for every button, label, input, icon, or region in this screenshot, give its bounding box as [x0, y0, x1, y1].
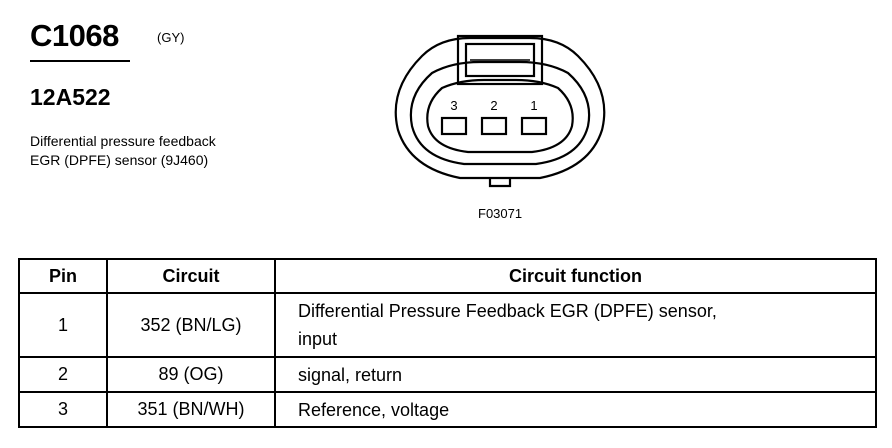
pin-label-3: 3 [450, 98, 457, 113]
circuit-cell: 89 (OG) [106, 356, 276, 393]
header-circuit: Circuit [106, 258, 276, 294]
circuit-function-line-1: Differential Pressure Feedback EGR (DPFE… [298, 301, 717, 321]
component-description: Differential pressure feedback EGR (DPFE… [30, 132, 216, 170]
keyway-notch [488, 178, 512, 188]
connector-outer-shell [394, 36, 606, 180]
component-description-line-2: EGR (DPFE) sensor (9J460) [30, 152, 209, 168]
circuit-cell: 352 (BN/LG) [106, 292, 276, 358]
table-row: 1 352 (BN/LG) Differential Pressure Feed… [18, 292, 877, 358]
circuit-cell: 351 (BN/WH) [106, 391, 276, 428]
pin-label-1: 1 [530, 98, 537, 113]
connector-id: C1068 [30, 18, 119, 53]
header-circuit-function: Circuit function [274, 258, 877, 294]
locking-tab-outer [456, 34, 544, 86]
figure-id: F03071 [478, 206, 523, 221]
part-number: 12A522 [30, 84, 111, 110]
circuit-function-line-2: input [298, 329, 338, 349]
connector-diagram: 3 2 1 [394, 34, 606, 188]
component-description-line-1: Differential pressure feedback [30, 133, 216, 149]
pin-table: Pin Circuit Circuit function 1 352 (BN/L… [18, 258, 877, 428]
circuit-function-cell: Reference, voltage [274, 391, 877, 428]
pin-cavity-1 [520, 116, 548, 136]
pin-cavity-3 [440, 116, 468, 136]
pin-cell: 3 [18, 391, 108, 428]
circuit-function-cell: signal, return [274, 356, 877, 393]
pin-cell: 2 [18, 356, 108, 393]
table-row: 3 351 (BN/WH) Reference, voltage [18, 391, 877, 428]
circuit-function-cell: Differential Pressure Feedback EGR (DPFE… [274, 292, 877, 358]
table-header-row: Pin Circuit Circuit function [18, 258, 877, 294]
header-pin: Pin [18, 258, 108, 294]
pin-label-2: 2 [490, 98, 497, 113]
connector-inner-shell [409, 60, 591, 166]
connector-id-underline [30, 60, 130, 62]
connector-socket [426, 78, 574, 154]
table-row: 2 89 (OG) signal, return [18, 356, 877, 393]
pin-cavity-2 [480, 116, 508, 136]
connector-color: (GY) [157, 30, 185, 45]
pin-cell: 1 [18, 292, 108, 358]
locking-tab-inner [464, 42, 536, 78]
